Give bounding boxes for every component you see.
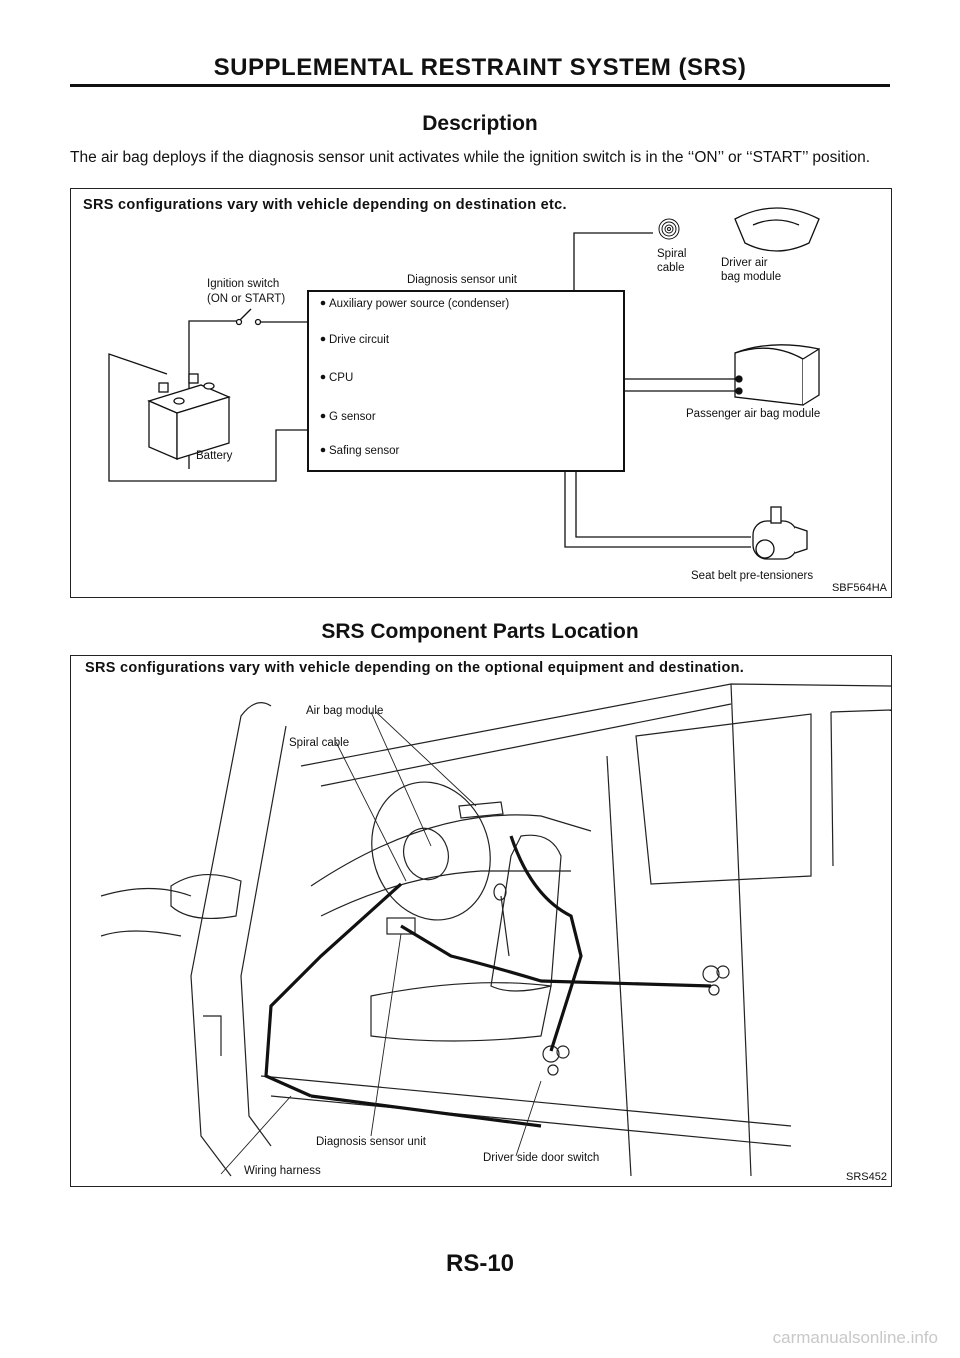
label-door-switch: Driver side door switch bbox=[483, 1152, 599, 1164]
label-bag-module: bag module bbox=[721, 271, 781, 283]
door-sill bbox=[260, 1075, 792, 1127]
door-handle bbox=[203, 1015, 222, 1056]
dashboard-lower bbox=[320, 870, 571, 917]
label-spiral: Spiral bbox=[657, 248, 686, 260]
seat-back bbox=[490, 834, 562, 992]
srs-block-diagram: SRS configurations vary with vehicle dep… bbox=[70, 188, 892, 598]
unit-item-gsensor: G sensor bbox=[329, 411, 376, 423]
label-ignition-switch: Ignition switch bbox=[207, 278, 279, 290]
wiring-harness-path bbox=[264, 835, 712, 1128]
figure1-note: SRS configurations vary with vehicle dep… bbox=[83, 197, 567, 213]
pretensioner-right-icon bbox=[702, 965, 730, 996]
unit-item-drive: Drive circuit bbox=[329, 334, 390, 346]
bullet-cpu bbox=[320, 374, 326, 380]
side-window bbox=[635, 713, 812, 885]
srs-diagram-svg: Ignition switch (ON or START) Diagnosis … bbox=[108, 207, 820, 582]
bullet-safing bbox=[320, 447, 326, 453]
page-header-title: SUPPLEMENTAL RESTRAINT SYSTEM (SRS) bbox=[213, 54, 747, 81]
passenger-airbag-icon bbox=[734, 344, 820, 406]
leader-door-switch bbox=[515, 1080, 542, 1157]
page-number: RS-10 bbox=[445, 1250, 515, 1277]
shift-knob bbox=[493, 883, 507, 901]
steering-wheel bbox=[371, 781, 491, 921]
dashboard-top bbox=[310, 814, 592, 887]
rear-window-top bbox=[830, 709, 891, 713]
location-svg: Air bag module Spiral cable Diagnosis se… bbox=[100, 683, 891, 1177]
label-passenger-airbag: Passenger air bag module bbox=[686, 408, 820, 420]
unit-item-auxiliary: Auxiliary power source (condenser) bbox=[329, 298, 509, 310]
passenger-airbag-lid bbox=[458, 801, 504, 819]
roof-inner-line bbox=[320, 703, 732, 787]
spiral-cable-icon bbox=[658, 218, 680, 240]
seatbelt-pretensioner-icon bbox=[752, 506, 808, 560]
wire-to-spiral-cable bbox=[573, 232, 653, 291]
door-outer-edge bbox=[190, 702, 272, 1177]
ignition-switch-lever bbox=[238, 308, 252, 322]
label-air-bag-module: Air bag module bbox=[306, 705, 383, 717]
b-pillar-outer bbox=[730, 683, 752, 1177]
leader-wiring-harness bbox=[220, 1095, 292, 1175]
header-rule bbox=[70, 84, 890, 87]
bullet-drive bbox=[320, 336, 326, 342]
label-seat-belt: Seat belt pre-tensioners bbox=[691, 570, 813, 582]
leader-diagnosis-unit bbox=[370, 933, 402, 1137]
battery-icon bbox=[147, 373, 231, 460]
wire-seatbelt-2 bbox=[575, 471, 751, 538]
leader-airbag-passenger bbox=[375, 711, 477, 807]
figure2-code: SRS452 bbox=[846, 1171, 887, 1183]
label-ignition-switch-state: (ON or START) bbox=[207, 293, 285, 305]
fender-line bbox=[100, 887, 192, 897]
label-cable: cable bbox=[657, 262, 685, 274]
label-diagnosis-sensor-unit-2: Diagnosis sensor unit bbox=[316, 1136, 427, 1148]
unit-item-safing: Safing sensor bbox=[329, 445, 399, 457]
wire-battery-ground bbox=[108, 353, 308, 482]
label-battery: Battery bbox=[196, 450, 233, 462]
leader-airbag-driver bbox=[370, 711, 432, 847]
door-sill-lower bbox=[270, 1095, 792, 1147]
label-spiral-cable: Spiral cable bbox=[289, 737, 349, 749]
srs-location-drawing: SRS configurations vary with vehicle dep… bbox=[70, 655, 892, 1187]
ignition-switch-contact-b bbox=[254, 318, 262, 326]
fender-line-2 bbox=[100, 930, 182, 937]
driver-airbag-icon bbox=[734, 207, 820, 252]
location-heading: SRS Component Parts Location bbox=[321, 620, 639, 643]
rear-window-edge bbox=[830, 711, 834, 867]
description-paragraph: The air bag deploys if the diagnosis sen… bbox=[70, 149, 871, 166]
watermark: carmanualsonline.info bbox=[772, 1328, 938, 1347]
figure2-note: SRS configurations vary with vehicle dep… bbox=[85, 660, 745, 676]
label-driver-air: Driver air bbox=[721, 257, 768, 269]
pretensioner-left-icon bbox=[542, 1045, 570, 1076]
leader-spiral-cable bbox=[335, 741, 407, 882]
label-diagnosis-sensor-unit: Diagnosis sensor unit bbox=[407, 274, 518, 286]
bullet-gsensor bbox=[320, 413, 326, 419]
diagnosis-sensor-unit-box bbox=[307, 290, 625, 472]
label-wiring-harness: Wiring harness bbox=[244, 1165, 321, 1177]
shift-lever bbox=[500, 895, 510, 957]
wire-seatbelt-1 bbox=[564, 471, 751, 548]
steering-hub bbox=[402, 827, 450, 881]
b-pillar-front bbox=[606, 755, 632, 1177]
seat-cushion bbox=[370, 982, 552, 1042]
figure1-code: SBF564HA bbox=[831, 582, 887, 594]
bullet-auxiliary bbox=[320, 300, 326, 306]
unit-item-cpu: CPU bbox=[329, 372, 353, 384]
ignition-switch-contact-a bbox=[235, 318, 243, 326]
description-heading: Description bbox=[422, 112, 538, 135]
side-mirror bbox=[170, 873, 242, 920]
